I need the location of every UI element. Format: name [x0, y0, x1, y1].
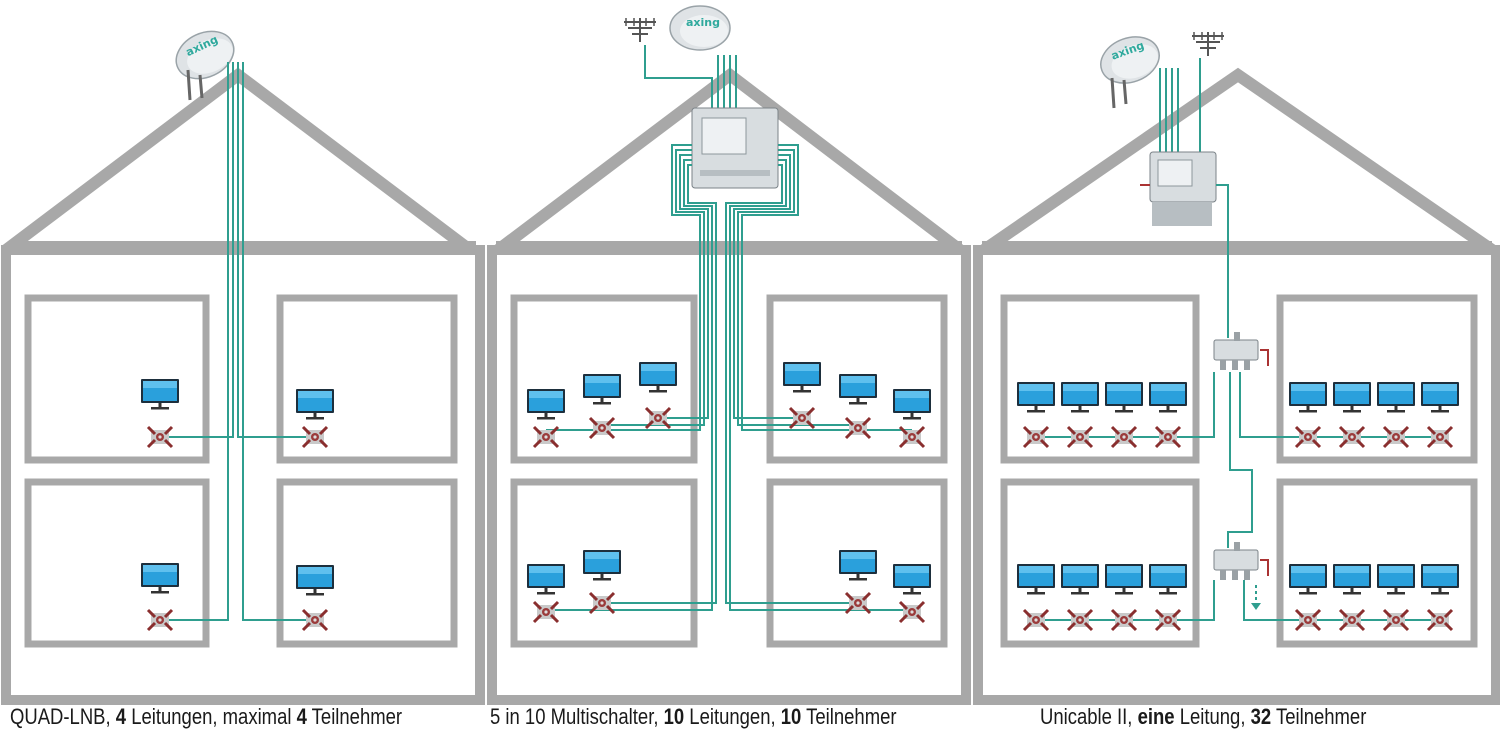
socket-icon — [1382, 425, 1410, 449]
caption-count: 10 — [663, 704, 685, 729]
socket-icon — [532, 425, 560, 449]
house-unicable: axing — [973, 28, 1500, 705]
tv-icon — [839, 374, 877, 405]
caption-count: 32 — [1250, 704, 1272, 729]
tv-icon — [783, 362, 821, 393]
tv-icon — [583, 374, 621, 405]
socket-icon — [1066, 608, 1094, 632]
tv-icon — [839, 550, 877, 581]
socket-icon — [301, 425, 329, 449]
socket-icon — [588, 416, 616, 440]
socket-icon — [898, 600, 926, 624]
tv-icon — [1061, 564, 1099, 595]
cable-bundle — [546, 144, 912, 611]
socket-icon — [1426, 608, 1454, 632]
caption-text: Teilnehmer — [801, 704, 897, 729]
tv-icon — [1149, 382, 1187, 413]
caption-text: Teilnehmer — [1271, 704, 1367, 729]
house-multiswitch: axing — [487, 5, 971, 705]
tv-icon — [1105, 382, 1143, 413]
socket-icon — [844, 591, 872, 615]
socket-icon — [1154, 425, 1182, 449]
tv-icon — [1421, 382, 1459, 413]
tv-icon — [1333, 564, 1371, 595]
splitter-device — [1213, 331, 1269, 371]
socket-icon — [1294, 425, 1322, 449]
socket-icon — [1294, 608, 1322, 632]
tv-icon — [1421, 564, 1459, 595]
caption-count: eine — [1137, 704, 1175, 729]
socket-icon — [146, 608, 174, 632]
caption-count: 4 — [115, 704, 127, 729]
socket-icon — [146, 425, 174, 449]
socket-icon — [1154, 608, 1182, 632]
tv-icon — [141, 379, 179, 410]
socket-icon — [788, 406, 816, 430]
tv-icon — [527, 389, 565, 420]
cable-bundle — [1036, 184, 1442, 621]
socket-icon — [1110, 425, 1138, 449]
socket-icon — [1338, 425, 1366, 449]
socket-icon — [301, 608, 329, 632]
caption-text: Leitungen, maximal — [126, 704, 297, 729]
caption-quad-lnb: QUAD-LNB, 4 Leitungen, maximal 4 Teilneh… — [10, 704, 402, 738]
cable-bundle — [168, 62, 316, 621]
tv-icon — [527, 564, 565, 595]
socket-icon — [1338, 608, 1366, 632]
caption-text: Teilnehmer — [306, 704, 403, 729]
house-quad-lnb: axing — [1, 21, 485, 705]
tv-icon — [1333, 382, 1371, 413]
tv-icon — [141, 563, 179, 594]
tv-icon — [1377, 564, 1415, 595]
tv-icon — [639, 362, 677, 393]
tv-icon — [1017, 382, 1055, 413]
svg-text:axing: axing — [686, 16, 720, 29]
tv-icon — [296, 389, 334, 420]
house-outline — [973, 67, 1500, 705]
caption-unicable: Unicable II, eine Leitung, 32 Teilnehmer — [1040, 704, 1366, 738]
tv-icon — [893, 389, 931, 420]
rooms — [24, 294, 458, 648]
socket-icon — [1426, 425, 1454, 449]
socket-icon — [844, 416, 872, 440]
dish-icon: axing — [1093, 28, 1167, 92]
multiswitch-device — [1140, 151, 1217, 226]
socket-icon — [588, 591, 616, 615]
caption-text: 5 in 10 Multischalter, — [490, 704, 664, 729]
tv-icon — [1061, 382, 1099, 413]
tv-icon — [1289, 382, 1327, 413]
caption-text: Unicable II, — [1040, 704, 1138, 729]
rooms — [1000, 294, 1478, 648]
tv-icon — [296, 565, 334, 596]
caption-text: Leitungen, — [684, 704, 781, 729]
socket-icon — [1022, 608, 1050, 632]
socket-icon — [898, 425, 926, 449]
caption-count: 4 — [296, 704, 307, 729]
antenna-icon — [623, 17, 657, 43]
socket-icon — [1110, 608, 1138, 632]
rooms — [510, 294, 948, 648]
caption-text: QUAD-LNB, — [10, 704, 116, 729]
socket-icon — [1382, 608, 1410, 632]
antenna-icon — [1191, 31, 1225, 57]
caption-multiswitch: 5 in 10 Multischalter, 10 Leitungen, 10 … — [490, 704, 897, 738]
tv-icon — [1377, 382, 1415, 413]
caption-count: 10 — [780, 704, 802, 729]
multiswitch-device — [691, 107, 779, 189]
splitter-device — [1213, 541, 1269, 581]
dish-icon: axing — [669, 5, 731, 51]
socket-icon — [644, 406, 672, 430]
tv-icon — [1289, 564, 1327, 595]
tv-icon — [1017, 564, 1055, 595]
socket-icon — [1066, 425, 1094, 449]
tv-icon — [1105, 564, 1143, 595]
socket-icon — [532, 600, 560, 624]
tv-icon — [1149, 564, 1187, 595]
tv-icon — [583, 550, 621, 581]
socket-icon — [1022, 425, 1050, 449]
caption-text: Leitung, — [1174, 704, 1251, 729]
tv-icon — [893, 564, 931, 595]
